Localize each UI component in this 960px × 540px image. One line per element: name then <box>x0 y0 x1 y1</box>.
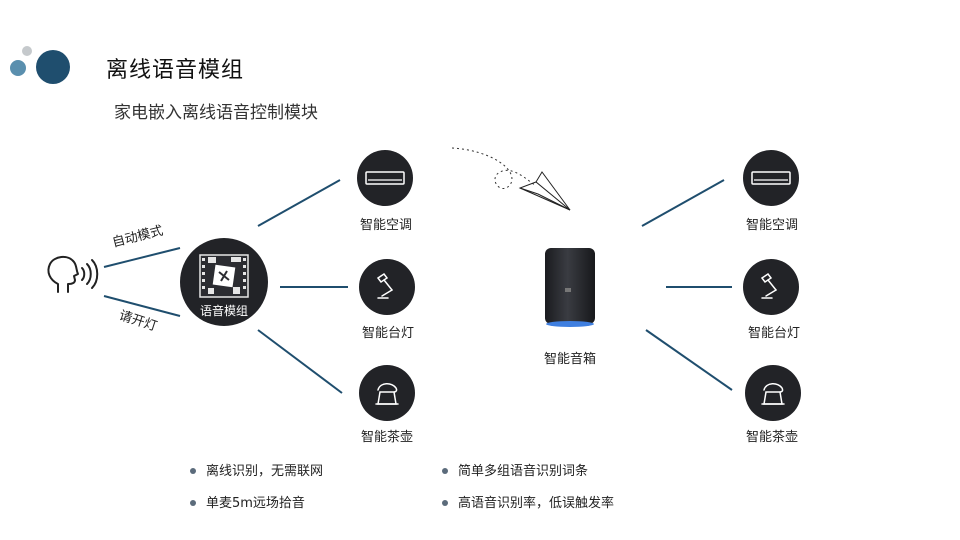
smart-speaker-icon <box>545 248 595 327</box>
line-speaker-kettle <box>645 329 733 391</box>
desk-lamp-icon <box>760 272 777 299</box>
page-subtitle: 家电嵌入离线语音控制模块 <box>114 103 318 123</box>
feature-text: 高语音识别率，低误触发率 <box>458 496 615 511</box>
feature-text: 离线识别，无需联网 <box>206 464 324 479</box>
right-device-kettle <box>745 365 801 421</box>
right-device-kettle-label: 智能茶壶 <box>746 430 799 445</box>
line-speaker-ac <box>641 179 725 227</box>
page-title: 离线语音模组 <box>106 58 245 83</box>
feature-text: 单麦5m远场拾音 <box>206 496 305 511</box>
kettle-icon <box>761 383 785 405</box>
voice-module-label: 语音模组 <box>199 304 248 318</box>
bullet-icon <box>190 467 196 474</box>
feature-item: 简单多组语音识别词条 <box>442 460 588 479</box>
bullet-icon <box>442 499 448 506</box>
decor-dot-mid <box>10 60 26 76</box>
feature-item: 离线识别，无需联网 <box>190 460 323 479</box>
air-conditioner-icon <box>365 171 405 185</box>
decor-dot-light <box>22 46 32 56</box>
left-device-ac <box>357 150 413 206</box>
feature-text: 简单多组语音识别词条 <box>458 464 589 479</box>
smart-speaker <box>543 246 597 330</box>
line-hub-kettle <box>257 329 343 394</box>
speaking-head-icon <box>47 256 99 293</box>
line-voice-bottom <box>103 295 181 317</box>
paper-plane-icon <box>518 171 571 211</box>
decor-dot-dark <box>36 50 70 84</box>
right-device-lamp-label: 智能台灯 <box>748 326 801 341</box>
line-hub-ac <box>257 179 341 227</box>
left-device-kettle-label: 智能茶壶 <box>361 430 414 445</box>
right-device-ac-label: 智能空调 <box>746 218 799 233</box>
line-voice-top <box>103 247 181 268</box>
desk-lamp-icon <box>376 272 393 299</box>
left-device-kettle <box>359 365 415 421</box>
left-device-ac-label: 智能空调 <box>360 218 413 233</box>
feature-item: 高语音识别率，低误触发率 <box>442 492 614 511</box>
right-device-ac <box>743 150 799 206</box>
feature-item: 单麦5m远场拾音 <box>190 492 305 511</box>
bullet-icon <box>442 467 448 474</box>
circuit-board-icon <box>199 254 249 298</box>
left-device-lamp <box>359 259 415 315</box>
flight-path <box>451 147 537 189</box>
voice-module-hub: 语音模组 <box>180 238 268 326</box>
bullet-icon <box>190 499 196 506</box>
kettle-icon <box>375 383 399 405</box>
left-device-lamp-label: 智能台灯 <box>362 326 415 341</box>
air-conditioner-icon <box>751 171 791 185</box>
smart-speaker-label: 智能音箱 <box>544 352 597 367</box>
right-device-lamp <box>743 259 799 315</box>
